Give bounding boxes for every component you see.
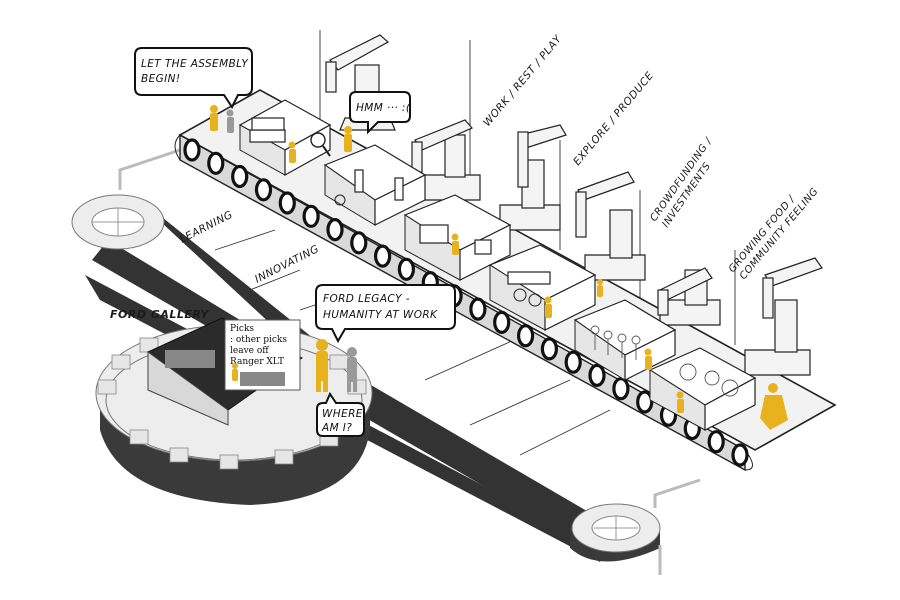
- construction-lines: [214, 30, 736, 456]
- bubble-hmm-text: HMM ··· :(: [356, 102, 411, 114]
- person-yellow: [232, 363, 238, 381]
- bubble-where: WHERE AM I?: [316, 391, 365, 437]
- roller: [636, 390, 654, 414]
- person-yellow: [544, 296, 552, 318]
- roller: [588, 363, 606, 387]
- person-yellow: [344, 126, 352, 152]
- roller: [302, 204, 320, 228]
- roller: [350, 231, 368, 255]
- robot-arm-2: [411, 119, 481, 201]
- bubble-hmm: HMM ··· :(: [349, 91, 411, 135]
- roller: [254, 178, 273, 202]
- gear-small-right: [570, 478, 701, 575]
- roller: [540, 337, 559, 361]
- person-yellow: [451, 233, 459, 255]
- person-yellow: [644, 348, 652, 370]
- label-innovating: INNOVATING: [253, 243, 321, 286]
- station-work-rest-play: [403, 194, 512, 281]
- photo-text-4: Ranger XLT: [230, 357, 284, 367]
- roller: [326, 218, 344, 242]
- roller: [374, 244, 392, 268]
- roller: [516, 324, 535, 348]
- person-yellow: [676, 391, 684, 413]
- roller: [231, 164, 249, 189]
- photo-text-3: leave off: [230, 346, 269, 356]
- people: [210, 105, 788, 430]
- label-growing-food-line1: GROWING FOOD /: [727, 193, 798, 275]
- label-work-rest-play: WORK / REST / PLAY: [481, 32, 565, 129]
- robot-arm-4: [575, 171, 646, 281]
- ford-gallery-photo: Picks : other picks leave off Ranger XLT: [147, 317, 303, 426]
- roller: [207, 151, 225, 175]
- station-crowdfunding: [573, 299, 677, 381]
- person-yellow-large: [316, 339, 328, 392]
- roller: [469, 297, 487, 321]
- person-grey: [226, 109, 234, 133]
- bubble-where-line1: WHERE: [322, 408, 363, 420]
- person-yellow: [597, 279, 603, 297]
- stations: [238, 99, 757, 431]
- roller: [397, 257, 415, 281]
- roller: [278, 191, 296, 215]
- bubble-assembly-line2: BEGIN!: [141, 73, 181, 85]
- bubble-where-line2: AM I?: [321, 422, 352, 434]
- conveyor-rollers: [183, 138, 749, 467]
- roller: [612, 377, 630, 401]
- label-explore-produce: EXPLORE / PRODUCE: [571, 70, 656, 168]
- robot-arm-6: [744, 257, 823, 376]
- gallery-photo-caption: Picks : other picks leave off Ranger XLT: [230, 324, 287, 367]
- person-grey-large: [347, 347, 357, 392]
- bubble-legacy-line1: FORD LEGACY -: [323, 293, 410, 305]
- station-learning: [238, 99, 332, 177]
- roller: [731, 443, 749, 467]
- robot-arm-3: [499, 124, 567, 231]
- roller: [183, 138, 201, 162]
- person-yellow: [288, 141, 296, 163]
- label-ford-gallery: FORD GALLERY: [110, 308, 209, 321]
- gear-small-left: [71, 148, 181, 250]
- label-learning: LEARNING: [178, 209, 235, 246]
- bubble-legacy: FORD LEGACY - HUMANITY AT WORK: [315, 284, 456, 344]
- station-innovating: [323, 144, 427, 226]
- roller: [493, 310, 511, 334]
- person-yellow-running: [760, 383, 788, 430]
- bubble-assembly: LET THE ASSEMBLY BEGIN!: [134, 47, 253, 109]
- bubble-assembly-line1: LET THE ASSEMBLY: [141, 58, 249, 70]
- person-yellow: [210, 105, 218, 131]
- photo-text-1: Picks: [230, 324, 254, 334]
- photo-text-2: : other picks: [230, 335, 287, 345]
- roller: [564, 350, 582, 374]
- bubble-legacy-line2: HUMANITY AT WORK: [323, 309, 438, 321]
- station-explore-produce: [488, 244, 597, 331]
- roller: [707, 430, 725, 454]
- robot-arm-5: [657, 267, 721, 326]
